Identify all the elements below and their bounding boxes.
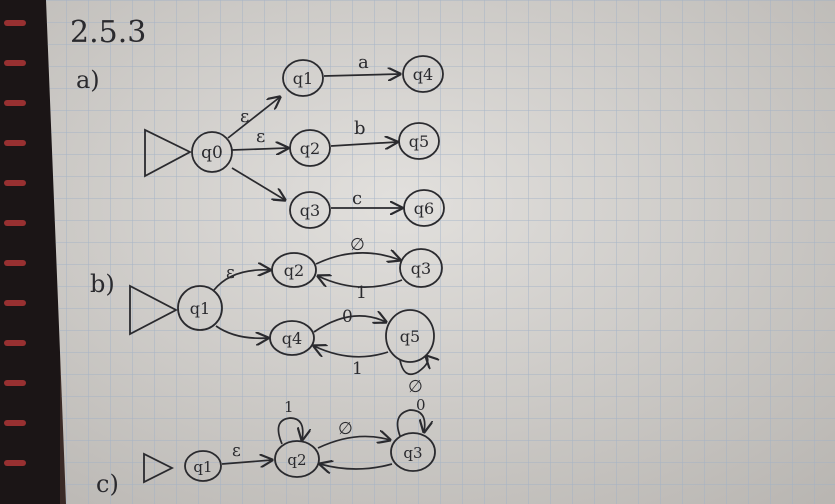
part-b-state-q2: q2: [271, 252, 317, 288]
part-b-start-triangle: [129, 284, 178, 336]
svg-text:q6: q6: [414, 199, 434, 218]
spiral-holes: [4, 20, 26, 466]
part-c-state-q3: q3: [390, 432, 436, 472]
part-a-state-q0: q0: [191, 131, 233, 173]
part-b-transitions: [213, 253, 428, 376]
part-b-state-q5: q5: [385, 309, 435, 363]
part-b-state-q3: q3: [399, 248, 443, 288]
part-b-label-zero-1: 0: [342, 307, 353, 327]
part-a-label-eps-1: ε: [240, 106, 249, 127]
part-a-state-q4: q4: [402, 55, 444, 93]
svg-text:q5: q5: [409, 132, 429, 151]
part-a-state-q3: q3: [289, 191, 331, 229]
part-c-label-one: 1: [284, 398, 294, 416]
svg-text:q4: q4: [413, 65, 433, 84]
paper-grid: [46, 0, 835, 504]
svg-text:q5: q5: [400, 327, 420, 346]
part-c-label-eps: ε: [232, 441, 241, 461]
part-a-state-q6: q6: [403, 189, 445, 227]
part-a-start-triangle: [144, 128, 192, 178]
part-c-start-triangle: [143, 452, 175, 484]
part-b-label: b): [90, 270, 115, 298]
svg-text:q3: q3: [403, 444, 422, 462]
part-b-label-empty-1: ∅: [350, 235, 365, 255]
part-a-state-q1: q1: [282, 59, 324, 97]
svg-text:q2: q2: [284, 261, 304, 280]
svg-text:q1: q1: [190, 299, 210, 318]
exercise-number: 2.5.3: [70, 15, 146, 50]
part-b-label-empty-2: ∅: [408, 377, 423, 397]
part-c-label-empty: ∅: [338, 419, 353, 439]
part-c-label: c): [96, 470, 119, 498]
svg-text:q4: q4: [282, 329, 302, 348]
part-b-label-one-2: 1: [352, 359, 363, 379]
part-a-state-q5: q5: [398, 122, 440, 160]
part-c-label-zero: 0: [416, 396, 426, 414]
part-b-state-q4: q4: [269, 320, 315, 356]
svg-text:q1: q1: [293, 69, 313, 88]
part-a-state-q2: q2: [289, 129, 331, 167]
part-a-transitions: [227, 74, 402, 208]
part-c-state-q1: q1: [184, 450, 222, 482]
svg-text:q2: q2: [300, 139, 320, 158]
svg-text:q3: q3: [411, 259, 431, 278]
part-b-label-one-1: 1: [356, 283, 367, 303]
svg-text:q2: q2: [287, 451, 306, 469]
part-a-label-eps-2: ε: [256, 126, 265, 147]
part-a-label-b: b: [354, 118, 366, 139]
svg-text:q3: q3: [300, 201, 320, 220]
part-c-transitions: [221, 409, 425, 469]
part-b-state-q1: q1: [177, 285, 223, 331]
part-a-label-c: c: [352, 188, 362, 209]
part-b-label-eps-1: ε: [226, 263, 235, 283]
part-a-label-a: a: [358, 52, 369, 73]
svg-text:q1: q1: [193, 458, 212, 476]
svg-text:q0: q0: [201, 143, 223, 163]
part-a-label: a): [76, 66, 100, 94]
